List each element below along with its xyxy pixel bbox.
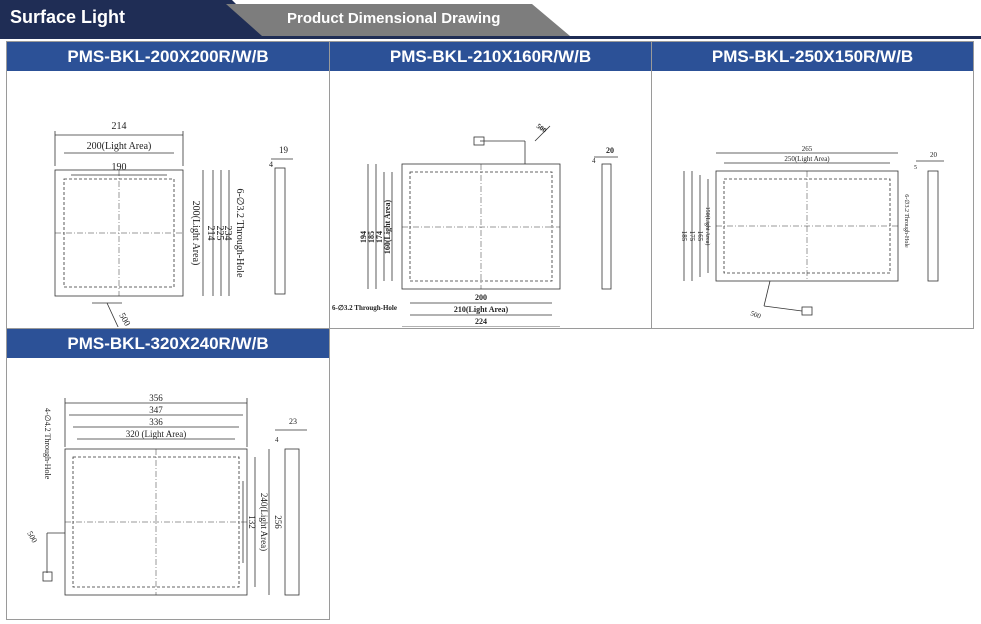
dim-light-height: 240(Light Area) <box>259 493 269 551</box>
dim-width-1: 200 <box>475 293 487 302</box>
dim-height-3: 234 <box>222 226 233 241</box>
dim-width-1: 265 <box>802 145 813 153</box>
dim-height-1: 185 <box>680 231 688 242</box>
hole-note: 4-∅4.2 Through-Hole <box>43 408 52 480</box>
hole-note: 6-∅3.2 Through-Hole <box>332 304 397 312</box>
dim-height-3: 174 <box>375 231 384 243</box>
dim-width-1: 356 <box>149 393 163 403</box>
dim-height-1: 194 <box>359 231 368 243</box>
dim-cable-length: 500 <box>749 309 762 320</box>
section-subtitle: Product Dimensional Drawing <box>287 10 501 27</box>
drawing-210x160: 200 210(Light Area) 224 194 185 174 160(… <box>332 122 618 327</box>
dim-thickness: 20 <box>606 146 614 155</box>
dim-step: 5 <box>914 165 917 171</box>
dim-light-height: 160(Light Area) <box>383 200 392 255</box>
hole-note: 6-∅3.2 Through-Hole <box>903 194 910 248</box>
drawing-320x240: 356 347 336 320 (Light Area) 132 240(Lig… <box>25 393 307 596</box>
dim-cable-length: 500 <box>25 530 39 545</box>
dim-width-3: 336 <box>149 417 163 427</box>
dim-outer-height: 256 <box>273 515 283 529</box>
dim-light-height: 150(Light Area) <box>704 207 711 246</box>
page-header: Surface Light Product Dimensional Drawin… <box>0 0 981 40</box>
dim-height-2: 225 <box>214 226 225 241</box>
panel-200x200: PMS-BKL-200X200R/W/B 214 200(Light Area)… <box>6 41 330 329</box>
panel-title: PMS-BKL-250X150R/W/B <box>652 42 973 71</box>
dim-height-3: 165 <box>696 231 704 242</box>
dim-light-height: 200(Light Area) <box>190 201 201 266</box>
dim-inner-width: 190 <box>112 162 127 173</box>
dim-height-2: 185 <box>367 231 376 243</box>
dim-thickness: 19 <box>279 145 289 155</box>
dim-light-width: 210(Light Area) <box>454 305 509 314</box>
dim-light-width: 200(Light Area) <box>87 141 152 152</box>
panel-250x150: PMS-BKL-250X150R/W/B 265 250(Light Area)… <box>651 41 974 329</box>
dim-width-2: 224 <box>475 317 487 326</box>
dim-cable-length: 500 <box>535 122 549 135</box>
dim-thickness: 23 <box>289 417 297 426</box>
dim-thickness: 20 <box>930 151 938 159</box>
dim-inner-height: 132 <box>247 515 257 529</box>
drawing-250x150: 265 250(Light Area) 185 175 165 150(Ligh… <box>680 145 944 321</box>
dim-step: 4 <box>592 157 596 165</box>
dim-cable-length: 500 <box>117 311 133 327</box>
panel-210x160: PMS-BKL-210X160R/W/B 200 210(Light Area)… <box>329 41 652 329</box>
panel-title: PMS-BKL-200X200R/W/B <box>7 42 329 71</box>
dim-step: 4 <box>269 160 273 169</box>
panel-title: PMS-BKL-320X240R/W/B <box>7 329 329 358</box>
category-title: Surface Light <box>10 7 126 27</box>
panel-title: PMS-BKL-210X160R/W/B <box>330 42 651 71</box>
dim-light-width: 250(Light Area) <box>784 155 830 163</box>
panel-320x240: PMS-BKL-320X240R/W/B 356 347 336 320 (Li… <box>6 328 330 620</box>
dim-height-2: 175 <box>688 231 696 242</box>
dim-light-width: 320 (Light Area) <box>126 429 186 439</box>
dim-width-2: 347 <box>149 405 163 415</box>
dim-step: 4 <box>275 436 279 444</box>
header-banner-shapes <box>0 0 981 40</box>
hole-note: 6-∅3.2 Through-Hole <box>234 188 245 278</box>
drawing-200x200: 214 200(Light Area) 190 200(Light Area) … <box>54 121 293 327</box>
dim-overall-width: 214 <box>112 121 127 132</box>
dim-height-1: 214 <box>205 226 216 241</box>
